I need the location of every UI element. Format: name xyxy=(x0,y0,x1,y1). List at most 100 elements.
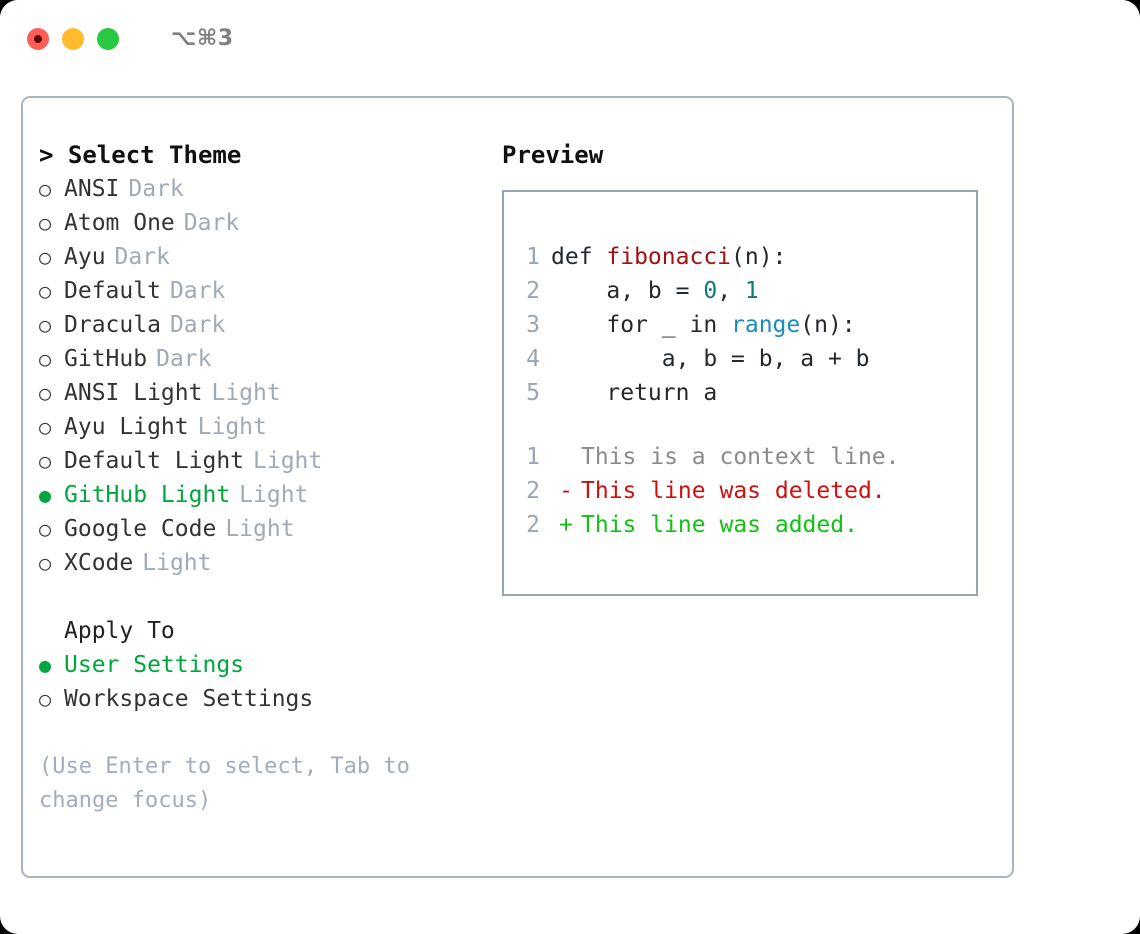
theme-option-xcode[interactable]: ○ XCode Light xyxy=(39,546,469,580)
theme-option-category: Dark xyxy=(169,312,226,338)
keyboard-shortcut-label: ⌥⌘3 xyxy=(171,26,234,51)
diff-sample: 1 This is a context line. 2-This line was… xyxy=(504,440,976,542)
apply-to-title: Apply To xyxy=(64,618,175,644)
apply-to-option-workspace-settings[interactable]: ○ Workspace Settings xyxy=(39,682,469,716)
theme-option-label: ANSI Light xyxy=(64,380,203,406)
theme-option-github-light[interactable]: ● GitHub Light Light xyxy=(39,478,469,512)
theme-option-label: XCode xyxy=(64,550,134,576)
radio-unselected-icon: ○ xyxy=(39,211,52,235)
code-line-text: return a xyxy=(551,376,717,410)
code-token-plain: return a xyxy=(551,380,718,406)
code-token-plain: (n): xyxy=(800,312,856,338)
theme-option-category: Light xyxy=(197,414,267,440)
theme-option-label: GitHub xyxy=(64,346,148,372)
diff-line-text: This line was deleted. xyxy=(581,478,886,504)
select-theme-heading: > Select Theme xyxy=(39,141,242,169)
code-line-text: a, b = b, a + b xyxy=(551,342,870,376)
theme-option-github[interactable]: ○ GitHub Dark xyxy=(39,342,469,376)
zoom-window-button[interactable] xyxy=(97,28,119,50)
radio-unselected-icon: ○ xyxy=(39,551,52,575)
preview-heading: Preview xyxy=(502,141,604,169)
theme-option-dracula[interactable]: ○ Dracula Dark xyxy=(39,308,469,342)
minimize-window-button[interactable] xyxy=(62,28,84,50)
diff-line-text: This is a context line. xyxy=(581,444,900,470)
theme-option-label: ANSI xyxy=(64,176,120,202)
line-number: 2 xyxy=(526,278,540,304)
diff-marker: + xyxy=(559,512,573,538)
radio-selected-icon: ● xyxy=(39,483,52,507)
theme-option-category: Dark xyxy=(156,346,212,372)
theme-option-label: Atom One xyxy=(64,210,175,236)
theme-option-label: Google Code xyxy=(64,516,217,542)
theme-option-category: Dark xyxy=(114,244,170,270)
window-controls xyxy=(27,28,119,50)
code-line: 5 return a xyxy=(504,376,976,410)
radio-unselected-icon: ○ xyxy=(39,381,52,405)
theme-option-category: Light xyxy=(239,482,309,508)
apply-to-option-label: User Settings xyxy=(64,652,245,678)
code-line: 4 a, b = b, a + b xyxy=(504,342,976,376)
apply-to-section: Apply To ● User Settings ○ Workspace Settin… xyxy=(39,614,469,716)
code-token-num: 1 xyxy=(744,278,759,304)
radio-unselected-icon: ○ xyxy=(39,449,52,473)
diff-line-number: 1 xyxy=(526,444,540,470)
code-token-plain: , xyxy=(717,278,745,304)
radio-unselected-icon: ○ xyxy=(39,279,52,303)
theme-option-category: Light xyxy=(225,516,295,542)
code-line-text: for _ in range(n): xyxy=(551,308,856,342)
radio-unselected-icon: ○ xyxy=(39,517,52,541)
line-number: 5 xyxy=(526,380,540,406)
theme-option-label: GitHub Light xyxy=(64,482,231,508)
theme-option-label: Default xyxy=(64,278,161,304)
code-line-text: a, b = 0, 1 xyxy=(551,274,759,308)
diff-marker xyxy=(551,440,581,474)
theme-option-category: Light xyxy=(253,448,323,474)
line-number: 4 xyxy=(526,346,540,372)
radio-unselected-icon: ○ xyxy=(39,687,52,711)
keyboard-hint-text: (Use Enter to select, Tab to change focu… xyxy=(39,754,410,813)
apply-to-list[interactable]: ● User Settings ○ Workspace Settings xyxy=(39,648,469,716)
radio-unselected-icon: ○ xyxy=(39,415,52,439)
preview-spacer xyxy=(504,410,976,440)
diff-line-context: 1 This is a context line. xyxy=(504,440,976,474)
theme-option-default[interactable]: ○ Default Dark xyxy=(39,274,469,308)
theme-option-label: Dracula xyxy=(64,312,161,338)
radio-unselected-icon: ○ xyxy=(39,347,52,371)
code-token-fn: fibonacci xyxy=(606,244,732,270)
radio-selected-icon: ● xyxy=(39,653,52,677)
radio-unselected-icon: ○ xyxy=(39,313,52,337)
theme-option-category: Light xyxy=(142,550,212,576)
theme-option-category: Dark xyxy=(169,278,226,304)
apply-to-option-user-settings[interactable]: ● User Settings xyxy=(39,648,469,682)
diff-line-number: 2 xyxy=(526,478,540,504)
diff-marker: - xyxy=(559,478,573,504)
apply-to-option-label: Workspace Settings xyxy=(64,686,314,712)
code-token-call: range xyxy=(731,312,801,338)
code-token-kw: def xyxy=(551,244,607,270)
line-number: 3 xyxy=(526,312,540,338)
line-number: 1 xyxy=(526,244,540,270)
code-token-plain: (n): xyxy=(731,244,787,270)
code-line-text: def fibonacci(n): xyxy=(551,240,786,274)
theme-option-google-code[interactable]: ○ Google Code Light xyxy=(39,512,469,546)
close-window-button[interactable] xyxy=(27,28,49,50)
code-line: 2 a, b = 0, 1 xyxy=(504,274,976,308)
code-token-plain: for _ in xyxy=(551,312,732,338)
code-token-plain: a, b = b, a + b xyxy=(551,346,870,372)
code-token-plain: a, b = xyxy=(551,278,704,304)
radio-unselected-icon: ○ xyxy=(39,245,52,269)
code-line: 1 def fibonacci(n): xyxy=(504,240,976,274)
